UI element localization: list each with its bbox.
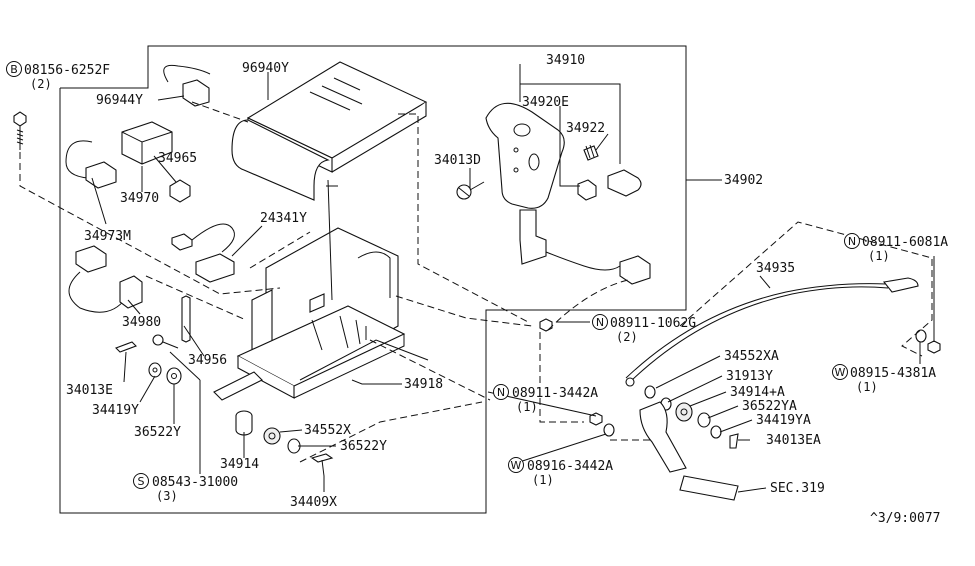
label-34935: 34935 bbox=[756, 261, 795, 276]
code-n08911-1062G: 08911-1062G bbox=[610, 316, 696, 331]
label-34409X: 34409X bbox=[290, 495, 337, 510]
connector-96944Y bbox=[163, 64, 211, 107]
fastener-b08156: B 08156-6252F (2) bbox=[6, 61, 110, 91]
prefix-s08543: S bbox=[138, 475, 145, 488]
bushing-34552X bbox=[263, 427, 281, 445]
main-assembly-frame bbox=[59, 45, 687, 514]
label-36522YA: 36522YA bbox=[742, 399, 797, 414]
label-34970: 34970 bbox=[120, 191, 159, 206]
label-36522Y-left: 36522Y bbox=[134, 425, 181, 440]
bulb-socket bbox=[607, 169, 642, 197]
bracket-plate bbox=[213, 339, 429, 401]
label-36522Y-right: 36522Y bbox=[340, 439, 387, 454]
label-34973M: 34973M bbox=[84, 229, 131, 244]
bushing-34914 bbox=[235, 410, 253, 436]
fastener-s08543: S 08543-31000 (3) bbox=[133, 473, 238, 503]
dashed-leaders bbox=[19, 101, 933, 463]
qty-w08915: (1) bbox=[856, 380, 878, 394]
bushing-34914A bbox=[675, 402, 693, 422]
prefix-n08911-6081A: N bbox=[848, 235, 856, 248]
leader-lines bbox=[91, 64, 935, 493]
harness-24341Y bbox=[171, 223, 235, 283]
screw-34013D bbox=[456, 181, 485, 200]
label-34914: 34914 bbox=[220, 457, 259, 472]
label-34910: 34910 bbox=[546, 53, 585, 68]
prefix-n08911-3442A: N bbox=[497, 386, 505, 399]
nut-08911-3442A bbox=[589, 412, 603, 426]
label-34965: 34965 bbox=[158, 151, 197, 166]
label-34914A: 34914+A bbox=[730, 385, 785, 400]
shift-lever-rod bbox=[519, 209, 651, 285]
washer-34419YA bbox=[710, 425, 722, 439]
prefix-w08916: W bbox=[511, 459, 522, 472]
code-n08911-6081A: 08911-6081A bbox=[862, 235, 948, 250]
qty-n08911-3442A: (1) bbox=[516, 400, 538, 414]
diagram-id: ^3/9:0077 bbox=[870, 511, 940, 526]
fastener-n08911-3442A: N 08911-3442A (1) bbox=[493, 384, 598, 414]
pin-34409X bbox=[310, 453, 334, 477]
prefix-n08911-1062G: N bbox=[596, 316, 604, 329]
label-34902: 34902 bbox=[724, 173, 763, 188]
clip-34013E bbox=[115, 341, 137, 353]
label-34552X: 34552X bbox=[304, 423, 351, 438]
label-96940Y: 96940Y bbox=[242, 61, 289, 76]
screw-08543 bbox=[152, 334, 179, 349]
pin-34956 bbox=[181, 295, 191, 343]
indicator-cover-96940Y bbox=[231, 61, 428, 201]
shift-device-34918 bbox=[236, 179, 406, 399]
code-b08156: 08156-6252F bbox=[24, 63, 110, 78]
nut-08911-1062G bbox=[539, 318, 553, 332]
washer-34419Y bbox=[148, 362, 162, 378]
code-w08916: 08916-3442A bbox=[527, 459, 613, 474]
label-34552XA: 34552XA bbox=[724, 349, 779, 364]
spring-34922 bbox=[583, 144, 599, 161]
washer-36522YA bbox=[697, 412, 711, 428]
label-34013EA: 34013EA bbox=[766, 433, 821, 448]
label-34980: 34980 bbox=[122, 315, 161, 330]
label-34956: 34956 bbox=[188, 353, 227, 368]
fastener-n08911-1062G: N 08911-1062G (2) bbox=[592, 314, 696, 344]
qty-n08911-1062G: (2) bbox=[616, 330, 638, 344]
fastener-n08911-6081A: N 08911-6081A (1) bbox=[844, 233, 948, 263]
clip-34013EA bbox=[729, 433, 739, 449]
prefix-w08915: W bbox=[835, 366, 846, 379]
nut-08911-6081A bbox=[927, 340, 941, 354]
label-96944Y: 96944Y bbox=[96, 93, 143, 108]
qty-w08916: (1) bbox=[532, 473, 554, 487]
knob-34910 bbox=[485, 102, 565, 209]
label-sec319: SEC.319 bbox=[770, 481, 825, 496]
label-34419Y: 34419Y bbox=[92, 403, 139, 418]
bulb-34965 bbox=[169, 179, 191, 203]
harness-34980 bbox=[68, 245, 143, 313]
code-s08543: 08543-31000 bbox=[152, 475, 238, 490]
cable-34935 bbox=[625, 277, 919, 387]
prefix-b08156: B bbox=[10, 63, 18, 76]
washer-08916 bbox=[603, 423, 615, 437]
washer-08915 bbox=[915, 329, 927, 343]
washer-36522Y-left bbox=[166, 367, 182, 385]
label-34922: 34922 bbox=[566, 121, 605, 136]
part-labels: 96940Y 96944Y 34965 34970 34973M 24341Y … bbox=[66, 53, 825, 510]
label-31913Y: 31913Y bbox=[726, 369, 773, 384]
code-w08915: 08915-4381A bbox=[850, 366, 936, 381]
harness-34973M bbox=[65, 140, 117, 189]
label-34918: 34918 bbox=[404, 377, 443, 392]
qty-n08911-6081A: (1) bbox=[868, 249, 890, 263]
label-34013E: 34013E bbox=[66, 383, 113, 398]
bolt-08156 bbox=[13, 111, 27, 150]
fastener-w08915: W 08915-4381A (1) bbox=[832, 364, 936, 394]
label-34419YA: 34419YA bbox=[756, 413, 811, 428]
button-34920E bbox=[577, 179, 597, 201]
fastener-w08916: W 08916-3442A (1) bbox=[508, 457, 613, 487]
qty-b08156: (2) bbox=[30, 77, 52, 91]
relay-34970 bbox=[121, 121, 173, 165]
label-34013D: 34013D bbox=[434, 153, 481, 168]
label-24341Y: 24341Y bbox=[260, 211, 307, 226]
bushing-34552XA bbox=[644, 385, 656, 399]
lever-sec319 bbox=[639, 401, 739, 501]
label-34920E: 34920E bbox=[522, 95, 569, 110]
qty-s08543: (3) bbox=[156, 489, 178, 503]
code-n08911-3442A: 08911-3442A bbox=[512, 386, 598, 401]
